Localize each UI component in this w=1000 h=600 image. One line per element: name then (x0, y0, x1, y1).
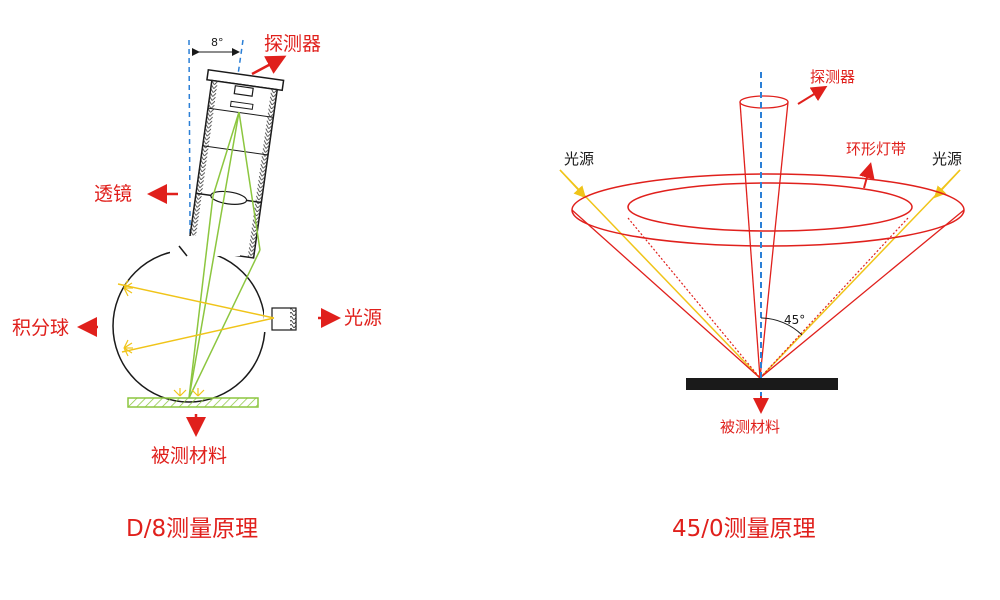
angle-label-8: 8° (211, 36, 224, 49)
label-sphere: 积分球 (12, 317, 69, 339)
ring-lamp (627, 182, 913, 232)
detector-tube (187, 68, 285, 259)
angle-indicator-8: 8° (192, 36, 240, 56)
angle-arc-45 (760, 317, 803, 336)
label-sample-right: 被测材料 (720, 418, 780, 436)
green-rays (188, 111, 261, 399)
d8-diagram: 8° (12, 33, 382, 542)
dotted-ray-left (627, 217, 761, 379)
ring-lamp-arrow (859, 162, 875, 189)
label-ring-lamp: 环形灯带 (846, 140, 906, 158)
caption-d8: D/8测量原理 (126, 516, 258, 542)
dotted-ray-right (759, 217, 909, 379)
label-light-source-left: 光源 (344, 307, 382, 329)
aperture (229, 100, 254, 110)
detector-sensor (233, 85, 254, 97)
sample-plate-left (127, 397, 259, 408)
sample-plate-right (686, 378, 838, 390)
yellow-ray-left (559, 169, 761, 379)
label-detector-left: 探测器 (264, 33, 321, 55)
detector-cone (739, 95, 789, 379)
integrating-sphere (112, 249, 266, 403)
d45-0-diagram: 45° 探测器 环形灯带 光源 光源 被测材料 45/0测量原理 (559, 68, 965, 542)
label-sample-left: 被测材料 (151, 445, 227, 467)
label-lens: 透镜 (94, 183, 132, 205)
outer-ring (571, 173, 965, 247)
yellow-ray-right (759, 169, 961, 379)
cone-edge-left (571, 209, 761, 379)
yellow-rays (117, 283, 275, 353)
label-light-source-right-b: 光源 (932, 150, 962, 168)
detector-arrow-right (797, 85, 828, 105)
label-light-source-right-a: 光源 (564, 150, 594, 168)
scatter-bursts (123, 279, 205, 397)
angle-label-45: 45° (784, 313, 805, 327)
detector-arrow-left (251, 55, 287, 76)
label-detector-right: 探测器 (810, 68, 855, 86)
caption-45-0: 45/0测量原理 (672, 516, 816, 542)
tube-threads-left (188, 80, 218, 250)
cone-edge-right (759, 209, 965, 379)
